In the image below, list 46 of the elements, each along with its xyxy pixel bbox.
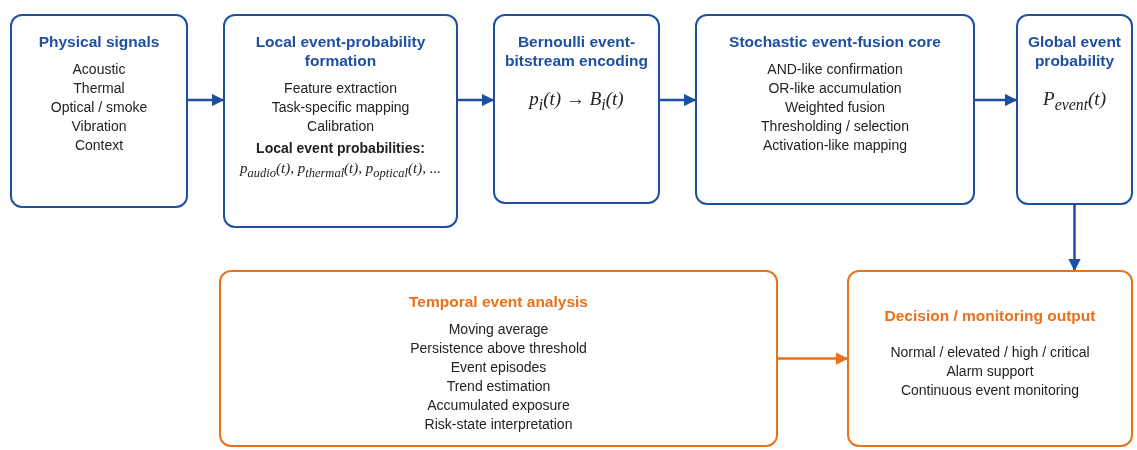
list-item: Thermal [73,79,125,98]
process-box [695,14,975,205]
list-item: Thresholding / selection [761,117,909,136]
list-item: Risk-state interpretation [424,415,573,434]
arrow [975,93,1018,107]
list-item: Persistence above threshold [410,339,587,358]
formula: p$_{audio}$(t), p$_{thermal}$(t), p$_{optical}$(t), ... [240,159,441,182]
list-item: Activation-like mapping [763,136,907,155]
process-box [493,14,660,204]
process-box [219,270,778,447]
list-item: Task-specific mapping [271,98,410,117]
box-title: Temporal event analysis [409,292,588,311]
list-heading: Local event probabilities: [256,139,425,158]
process-box [223,14,458,228]
process-box [847,270,1133,447]
list-item: Trend estimation [446,377,551,396]
arrow [188,93,225,107]
list-item: Optical / smoke [50,98,148,117]
box-title: Physical signals [38,32,160,51]
box-title: Global event probability [1027,32,1122,70]
list-item: OR-like accumulation [768,79,902,98]
formula: p$_{i}$(t) → B$_{i}$(t) [529,89,624,115]
box-title: Decision / monitoring output [884,306,1096,325]
list-item: Feature extraction [284,79,397,98]
process-box [10,14,188,208]
list-item: Vibration [71,117,127,136]
list-item: Normal / elevated / high / critical [890,343,1090,362]
box-title: Stochastic event-fusion core [729,32,941,51]
arrow [1068,205,1081,272]
list-item: Weighted fusion [784,98,886,117]
list-item: Alarm support [946,362,1034,381]
list-item: Accumulated exposure [427,396,570,415]
list-item: AND-like confirmation [767,60,903,79]
list-item: Calibration [307,117,374,136]
arrow [458,93,495,107]
list-item: Event episodes [450,358,547,377]
box-title: Bernoulli event-bitstream encoding [504,32,649,70]
process-box [1016,14,1133,205]
arrow [660,93,697,107]
list-item: Continuous event monitoring [900,381,1080,400]
arrow [778,352,849,365]
formula: P$_{event}$(t) [1043,89,1106,115]
list-item: Moving average [448,320,549,339]
box-title: Local event-probability formation [254,32,427,70]
list-item: Acoustic [72,60,126,79]
list-item: Context [74,136,124,155]
